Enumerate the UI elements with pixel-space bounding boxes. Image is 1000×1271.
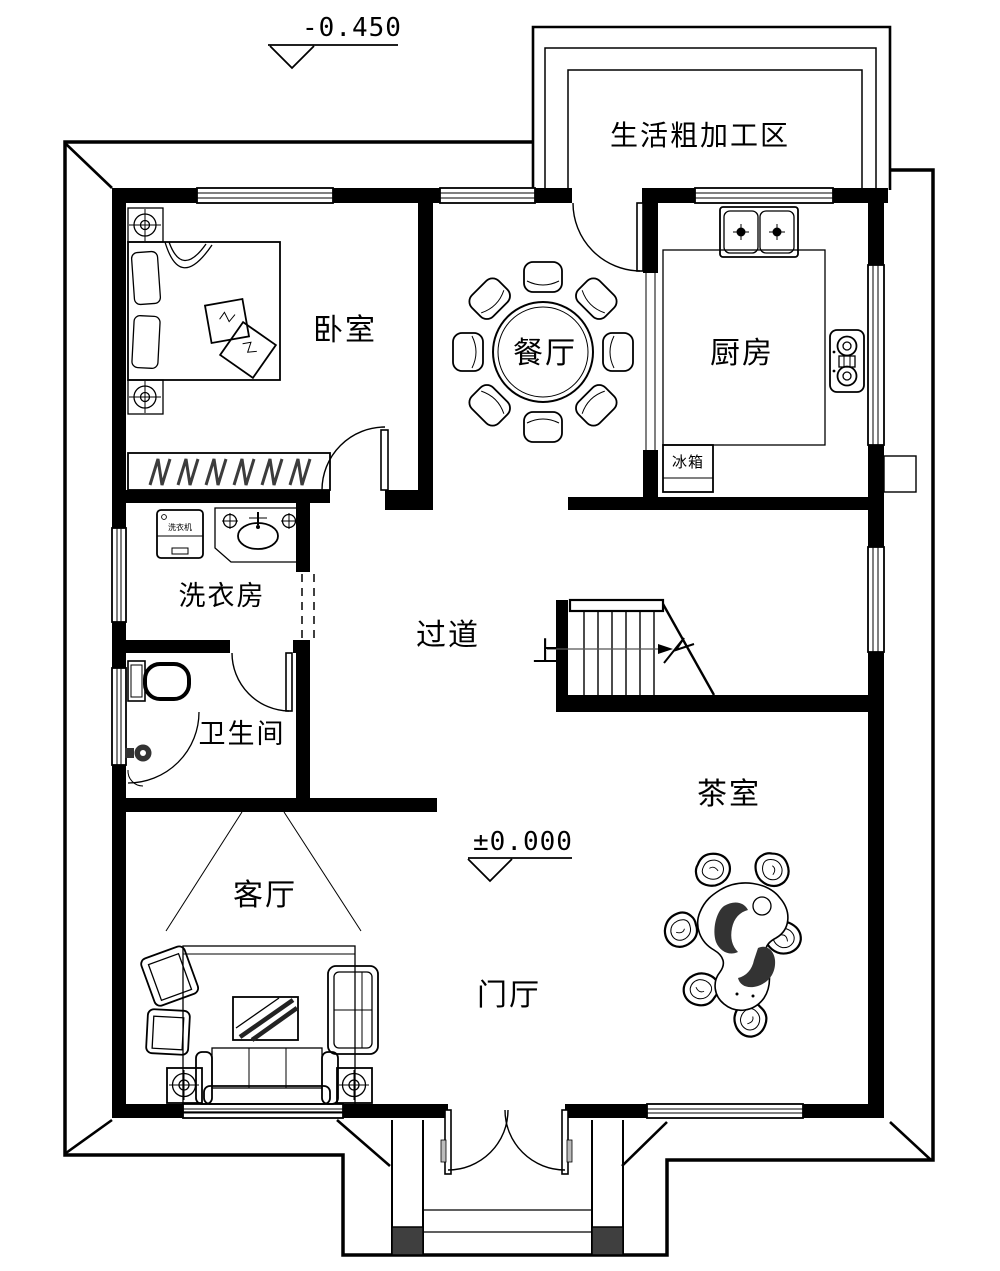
kitchen-sliding-door [645,273,656,450]
living-room-furniture [140,811,379,1113]
stair-direction-arrow [658,644,673,654]
room-label-dining: 餐厅 [513,337,577,370]
coffee-table [232,996,299,1042]
room-label-tea-room: 茶室 [697,778,761,811]
tea-south-window [646,1103,804,1119]
round-dining-table [492,301,594,403]
shower-area-arc [127,711,200,784]
double-bed [127,241,281,381]
dining-set [452,261,634,443]
processing-area-door [572,202,644,272]
laundry-fixtures [156,507,299,563]
room-label-bathroom: 卫生间 [199,719,286,749]
tv-projection-line [283,811,362,932]
stair-break-zigzag [663,637,695,664]
walls [112,188,888,1118]
room-label-kitchen: 厨房 [710,337,774,370]
porch-column [591,1226,624,1256]
tv-projection-line [165,811,243,932]
entry-porch [391,1120,624,1256]
stair-hall-east-window [867,546,885,653]
bedroom-furniture [127,207,331,491]
room-labels: 生活粗加工区 卧室 餐厅 厨房 冰箱 洗衣机 洗衣房 过道 上 卫生间 茶室 客… [168,120,790,1012]
laundry-west-window [111,527,127,623]
room-label-laundry: 洗衣房 [179,581,266,611]
bathroom-fixtures [125,660,200,787]
shower-head [125,744,152,762]
corner-drain-arc [127,769,144,787]
stair-break-line [661,603,716,696]
side-table [166,1067,203,1104]
bathroom-west-window [111,667,127,766]
room-label-foyer: 门厅 [477,979,541,1012]
porch-elevation-value: -0.450 [302,13,402,43]
bed-cushion [203,297,251,345]
room-label-fridge: 冰箱 [672,454,704,471]
room-label-living: 客厅 [233,879,297,912]
sofa [195,1047,339,1105]
refrigerator [662,444,714,493]
ground-elevation-marker: ±0.000 [467,827,573,883]
doors [231,202,656,1175]
processing-area-outer-wall [531,25,892,190]
living-south-window [182,1103,344,1119]
kitchen-north-window [694,187,834,204]
bathroom-door [231,652,293,712]
vanity-sink [214,507,299,563]
staircase [547,598,716,696]
porch-column [391,1226,424,1256]
kitchen-fixtures [662,206,865,493]
dining-north-window [439,187,536,204]
armchair [140,945,200,1007]
tea-room-furniture [657,849,808,1044]
eave-outline [63,25,935,1257]
armchair [145,1008,191,1056]
toilet [127,660,191,702]
washer-label: 洗衣机 [168,522,192,532]
room-label-corridor: 过道 [416,619,480,652]
root-carved-tea-table [696,882,789,1011]
stove [829,329,865,393]
laundry-opening [301,574,315,640]
room-label-bedroom: 卧室 [313,314,377,347]
entry-double-door [440,1109,573,1175]
windows [111,187,885,1119]
ground-elevation-value: ±0.000 [473,827,573,857]
nightstand [127,207,164,243]
loveseat [327,965,379,1055]
side-table [336,1067,373,1104]
porch-elevation-marker: -0.450 [268,13,402,70]
flue-box [883,455,917,493]
wardrobe [127,452,331,491]
bedroom-door [321,426,389,491]
washing-machine [156,509,204,559]
bed-cushion [218,320,278,380]
stairs-up-label: 上 [533,637,560,667]
double-sink [719,206,799,258]
nightstand [127,379,164,415]
room-label-processing-area: 生活粗加工区 [610,120,790,151]
bedroom-north-window [196,187,334,204]
kitchen-east-window [867,264,885,446]
kitchen-counter [662,249,826,446]
